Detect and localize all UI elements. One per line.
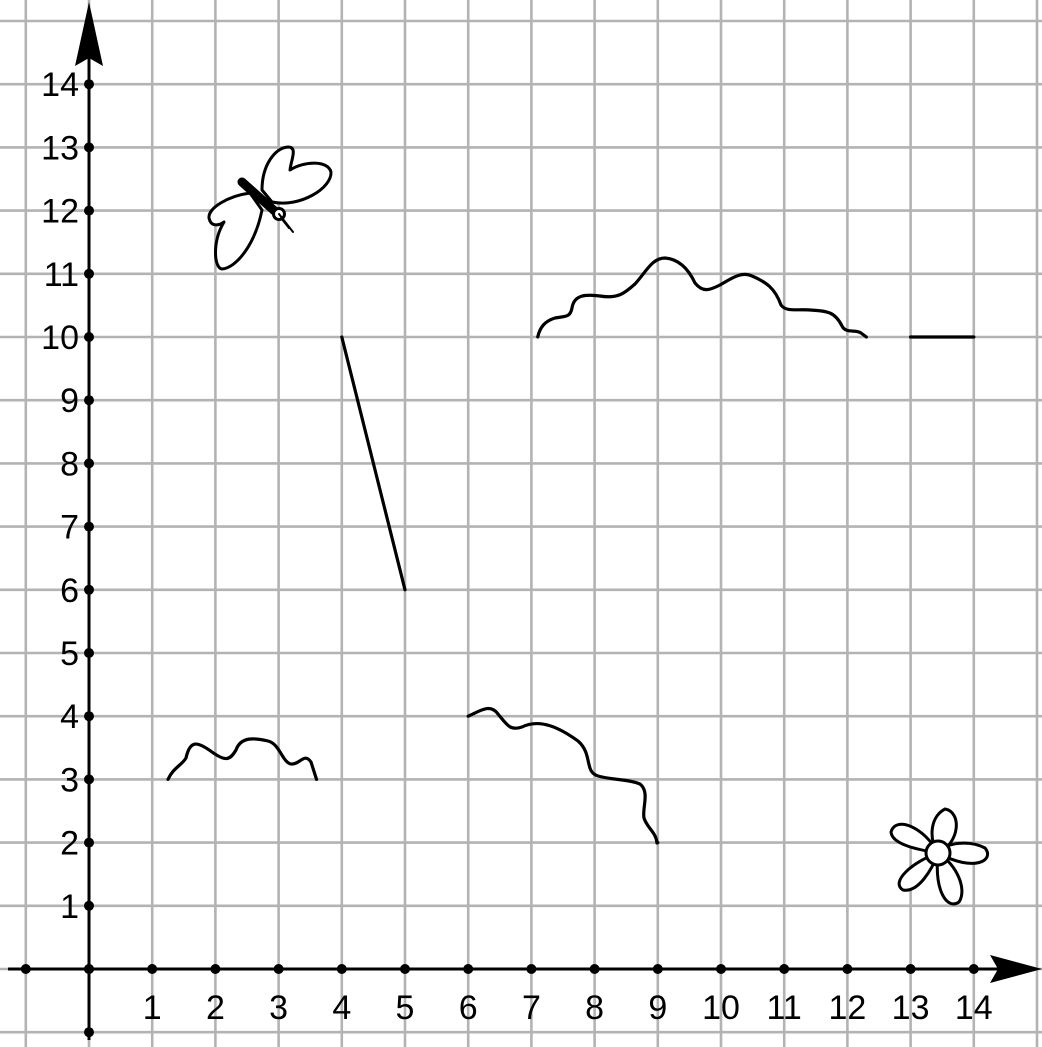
x-tick-dot (463, 964, 474, 974)
y-tick-dot (84, 395, 94, 406)
x-tick-dot (779, 964, 790, 974)
x-tick-dot (526, 964, 537, 974)
y-tick-label: 7 (60, 509, 79, 547)
y-tick-label: 8 (60, 445, 79, 483)
x-tick-label: 8 (585, 989, 604, 1027)
x-tick-dot (210, 964, 221, 974)
y-tick-label: 12 (41, 193, 79, 231)
x-tick-dot (905, 964, 916, 974)
x-axis-arrowhead (990, 955, 1042, 983)
straight-segment-steep (340, 335, 407, 592)
butterfly-upper-wing (260, 145, 333, 205)
y-tick-dot (84, 648, 94, 658)
y-tick-dot (84, 142, 94, 153)
x-tick-label: 1 (143, 989, 162, 1027)
y-tick-dot (84, 458, 94, 469)
x-tick-dot (400, 964, 410, 974)
x-tick-label: 4 (332, 989, 351, 1027)
y-tick-dot (84, 837, 94, 848)
y-tick-dot (84, 584, 94, 595)
y-tick-dot (84, 900, 94, 911)
x-tick-dot (273, 964, 284, 974)
y-tick-label: 5 (60, 635, 79, 673)
x-tick-label: 6 (459, 989, 478, 1027)
y-tick-label: 4 (60, 698, 79, 736)
y-tick-dot (84, 774, 94, 785)
y-tick-dot (84, 711, 94, 722)
wavy-curve-bottom-middle (466, 706, 660, 845)
x-tick-dot (652, 964, 663, 974)
tick-marks (20, 79, 979, 1038)
y-tick-label: 1 (60, 888, 79, 926)
x-tick-label: 12 (828, 989, 866, 1027)
x-tick-label: 7 (522, 989, 541, 1027)
axes (8, 2, 1042, 1040)
butterfly-body (237, 177, 283, 219)
butterfly-lower-wing (207, 191, 264, 271)
wavy-curve-bottom-left (166, 737, 319, 781)
x-tick-label: 2 (206, 989, 225, 1027)
y-tick-dot (84, 332, 94, 342)
x-tick-label: 13 (892, 989, 930, 1027)
x-tick-dot (968, 964, 979, 974)
x-tick-label: 14 (955, 989, 993, 1027)
x-tick-dot (842, 964, 853, 974)
y-tick-label: 3 (60, 761, 79, 799)
wavy-curve-top-right (536, 256, 868, 339)
x-tick-dot (336, 964, 347, 974)
x-tick-dot (20, 964, 31, 974)
x-tick-label: 3 (269, 989, 288, 1027)
butterfly-icon (207, 145, 333, 271)
y-tick-label: 14 (41, 66, 79, 104)
x-tick-dot (589, 964, 600, 974)
y-tick-label: 13 (41, 129, 79, 167)
y-tick-label: 6 (60, 572, 79, 610)
y-tick-dot (84, 521, 94, 532)
y-tick-label: 10 (41, 319, 79, 357)
flower-center (924, 839, 952, 867)
x-tick-dot (147, 964, 158, 974)
x-tick-label: 10 (702, 989, 740, 1027)
drawings (166, 256, 976, 845)
y-tick-label: 9 (60, 382, 79, 420)
y-tick-dot (84, 1027, 94, 1038)
x-tick-dot (716, 964, 726, 974)
y-tick-label: 2 (60, 825, 79, 863)
y-tick-label: 11 (44, 256, 79, 294)
y-tick-dot (84, 268, 94, 279)
x-tick-label: 5 (396, 989, 415, 1027)
y-tick-dot (84, 79, 94, 90)
x-tick-label: 9 (648, 989, 667, 1027)
y-tick-dot (84, 964, 94, 974)
y-tick-dot (84, 205, 94, 216)
flower-icon (889, 807, 989, 906)
x-tick-label: 11 (767, 989, 802, 1027)
y-axis-arrowhead (75, 2, 103, 66)
butterfly-antennae (278, 213, 294, 233)
